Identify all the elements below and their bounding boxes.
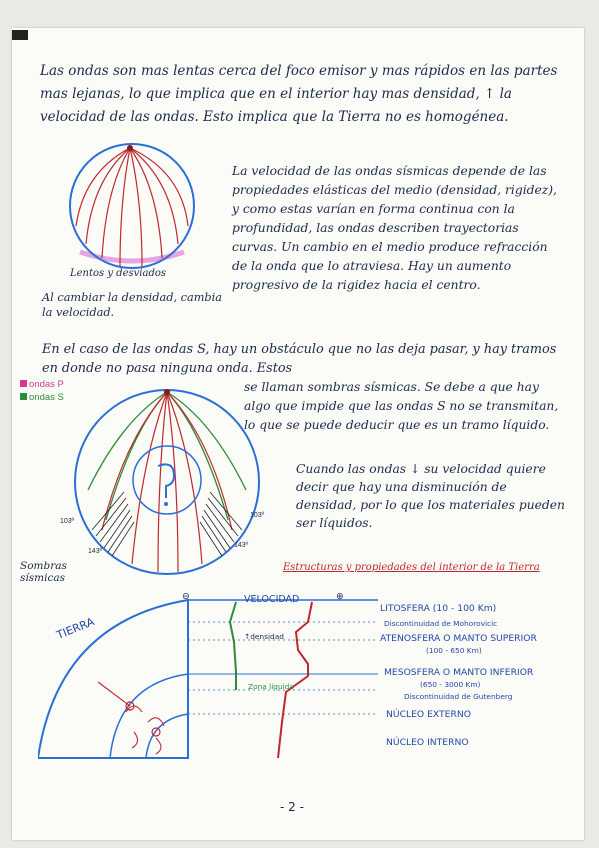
legend-p-swatch xyxy=(20,380,27,387)
velocity-minus: ⊖ xyxy=(182,591,190,602)
legend-s-waves: ondas S xyxy=(20,391,64,404)
layer-mesosfera-depth: (650 - 3000 Km) xyxy=(420,680,481,689)
caption-slow-deviated: Lentos y desviados xyxy=(70,268,166,279)
page-number: - 2 - xyxy=(280,800,304,814)
label-shadow-zones: Sombras sísmicas xyxy=(20,560,67,584)
layer-mesosfera: MESOSFERA O MANTO INFERIOR xyxy=(384,667,534,678)
label-densidad: ↑densidad xyxy=(244,632,284,641)
diagram-wave-refraction xyxy=(69,143,195,269)
angle-right-bottom: 143º xyxy=(234,542,249,549)
legend-s-swatch xyxy=(20,393,27,400)
paragraph-elastic-properties: La velocidad de las ondas sísmicas depen… xyxy=(232,164,557,292)
layer-nucleo-interno: NÚCLEO INTERNO xyxy=(386,737,469,748)
legend: ondas P ondas S xyxy=(20,378,64,404)
velocity-plus: ⊕ xyxy=(336,591,344,602)
layer-astenosfera: ATENOSFERA O MANTO SUPERIOR xyxy=(380,633,537,644)
paragraph-wave-speed: Las ondas son mas lentas cerca del foco … xyxy=(40,63,558,125)
legend-p-waves: ondas P xyxy=(20,378,64,391)
binding-mark xyxy=(12,30,28,40)
diagram-earth-structure xyxy=(38,598,378,759)
legend-s-label: ondas S xyxy=(29,392,64,403)
diagram-shadow-zones xyxy=(74,389,260,575)
layer-nucleo-externo: NÚCLEO EXTERNO xyxy=(386,709,471,720)
layer-litosfera: LITOSFERA (10 - 100 Km) xyxy=(380,603,497,614)
layer-gutenberg: Discontinuidad de Gutenberg xyxy=(404,692,513,701)
paragraph-seismic-shadows: se llaman sombras sísmicas. Se debe a qu… xyxy=(244,380,559,432)
paragraph-liquid-materials: Cuando las ondas ↓ su velocidad quiere d… xyxy=(296,462,565,530)
layer-mohorovicic: Discontinuidad de Mohorovicic xyxy=(384,619,498,628)
angle-right-top: 103º xyxy=(250,512,265,519)
paragraph-s-waves: En el caso de las ondas S, hay un obstác… xyxy=(42,342,557,376)
label-zona-liquida: Zona líquida xyxy=(248,682,294,691)
legend-p-label: ondas P xyxy=(29,379,64,390)
angle-left-bottom: 143º xyxy=(88,548,103,555)
angle-left-top: 103º xyxy=(60,518,75,525)
layer-astenosfera-depth: (100 - 650 Km) xyxy=(426,646,482,655)
caption-density-change: Al cambiar la densidad, cambia la veloci… xyxy=(42,291,222,319)
label-velocidad: VELOCIDAD xyxy=(244,594,300,605)
structure-title: Estructuras y propiedades del interior d… xyxy=(283,562,540,573)
